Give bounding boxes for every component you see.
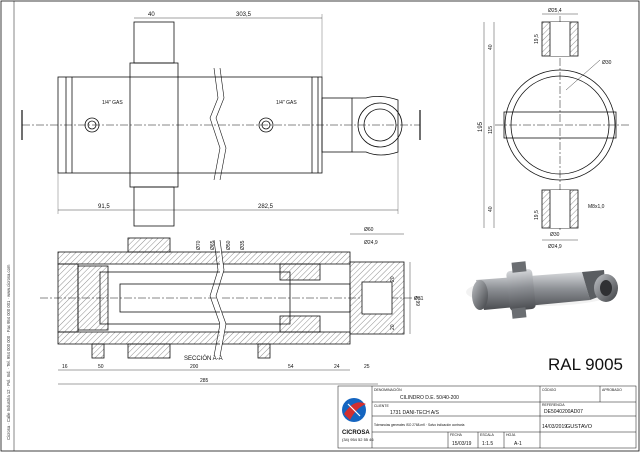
dim-sec-50: 50 <box>98 364 104 370</box>
dim-sec-66: 66,7 <box>416 296 422 306</box>
tb-client: 1731 DANI-TECH A/S <box>390 410 440 416</box>
tb-header-ref: REFERENCIA <box>542 403 565 407</box>
tb-drawn-date: 15/03/19 <box>452 441 472 447</box>
tb-header-date: FECHA <box>450 433 463 437</box>
title-block <box>337 385 637 449</box>
side-margin-text: Cicrosa · Calle Industria 12 · Pol. Ind.… <box>6 264 11 440</box>
port-label-right: 1/4" GAS <box>276 100 297 106</box>
ral-color-label: RAL 9005 <box>548 355 623 374</box>
dim-sec-16: 16 <box>62 364 68 370</box>
side-view <box>483 13 630 241</box>
dim-side-d25-top: Ø25,4 <box>548 8 562 14</box>
tb-header-client: CLIENTE <box>374 404 389 408</box>
section-view <box>40 233 420 385</box>
dim-sec-24: 24 <box>334 364 340 370</box>
tb-notes: Tolerancias generales ISO 2768-mK · Salv… <box>374 423 465 427</box>
dim-sec-d70: Ø70 <box>196 240 202 250</box>
tb-approved: GUSTAVO <box>566 424 593 430</box>
dim-side-40-bottom: 40 <box>488 206 494 212</box>
dim-side-d30-bore: Ø30 <box>602 60 612 66</box>
dim-side-19-top: 19,5 <box>534 34 540 44</box>
dim-side-40-top: 40 <box>488 44 494 50</box>
dim-282-top: 282,5 <box>258 204 274 210</box>
dim-sec-d24: Ø24,9 <box>364 240 378 246</box>
dim-sec-285: 285 <box>200 378 209 384</box>
tb-header-approved-top: APROBADO <box>602 388 622 392</box>
tb-header-scale: ESCALA <box>480 433 494 437</box>
dim-side-m8: M8x1,0 <box>588 204 605 210</box>
tb-header-designation: DENOMINACIÓN <box>374 387 402 392</box>
tb-header-sheet: HOJA <box>506 433 516 437</box>
port-label-left: 1/4" GAS <box>102 100 123 106</box>
dim-sec-d60: Ø60 <box>364 227 374 233</box>
tb-designation: CILINDRO D.E. 50/40-200 <box>400 395 459 401</box>
dim-side-d24: Ø24,9 <box>548 244 562 250</box>
tb-ref: DE5040200AD07 <box>544 409 583 415</box>
dim-sec-20-bottom: 20 <box>390 324 396 330</box>
top-view <box>21 14 421 227</box>
dim-side-115: 115 <box>488 126 494 134</box>
dim-40-top: 40 <box>148 12 155 18</box>
dim-sec-54: 54 <box>288 364 294 370</box>
dim-sec-20-top: 20 <box>390 276 396 282</box>
dim-91-top: 91,5 <box>98 204 110 210</box>
dim-sec-d65: Ø65 <box>210 240 216 250</box>
dim-sec-d31: Ø31 <box>414 296 424 302</box>
section-label: SECCIÓN A-A <box>184 355 223 362</box>
tb-sheet: A-1 <box>514 441 522 447</box>
tb-header-code: CÓDIGO <box>542 387 556 392</box>
isometric-render <box>466 261 618 319</box>
company-phone: (34) 954 52 55 46 <box>342 437 374 442</box>
dim-side-d30-bottom: Ø30 <box>550 232 560 238</box>
dim-sec-25: 25 <box>364 364 370 370</box>
dim-sec-d50: Ø50 <box>226 240 232 250</box>
dim-side-19-bottom: 19,5 <box>534 210 540 220</box>
dim-303-top: 303,5 <box>236 12 252 18</box>
dim-side-195: 195 <box>478 121 484 132</box>
company-name: CICROSA <box>342 430 370 436</box>
dim-sec-200: 200 <box>190 364 199 370</box>
company-logo <box>342 398 366 422</box>
tb-scale: 1:1.5 <box>482 441 493 447</box>
tb-date: 14/03/2019 <box>542 424 567 430</box>
dim-sec-d35: Ø35 <box>240 240 246 250</box>
